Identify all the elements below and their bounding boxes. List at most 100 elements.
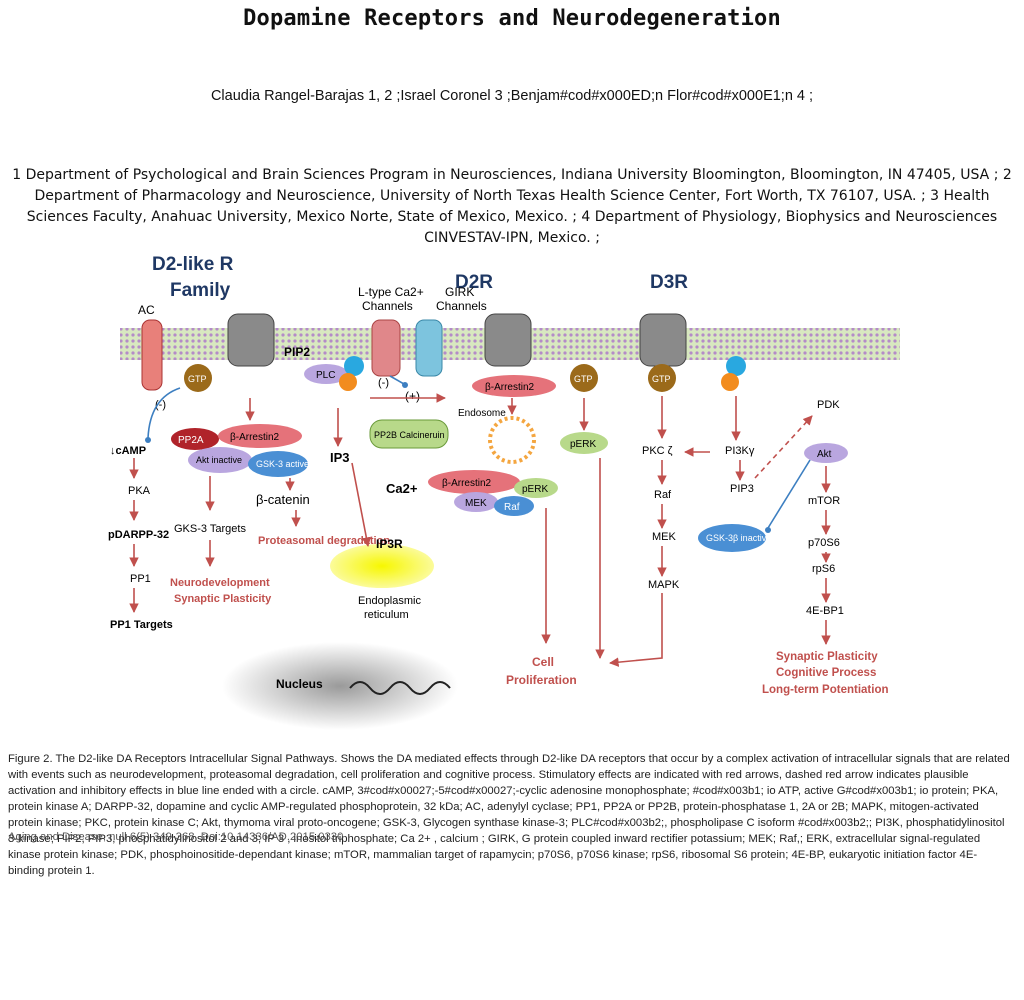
g-protein-1 bbox=[184, 364, 212, 392]
label-perk-1: pERK bbox=[522, 484, 548, 495]
label-girk-2: Channels bbox=[436, 299, 487, 313]
heading-d3r: D3R bbox=[650, 272, 688, 293]
label-er-2: reticulum bbox=[364, 609, 409, 621]
plc-enzyme bbox=[304, 364, 348, 384]
label-proteasomal: Proteasomal degradation bbox=[258, 535, 390, 547]
label-akt-inactive: Akt inactive bbox=[196, 455, 242, 465]
arrestin-3 bbox=[428, 470, 520, 494]
label-gtp-3: GTP bbox=[652, 374, 671, 384]
perk-1 bbox=[514, 478, 558, 498]
heading-family-2: Family bbox=[170, 280, 231, 301]
label-mtor: mTOR bbox=[808, 495, 840, 507]
label-camp: ↓cAMP bbox=[110, 445, 146, 457]
stimulatory-arrows bbox=[129, 393, 831, 667]
label-cell-prolif-2: Proliferation bbox=[506, 673, 577, 687]
receptor-d2r bbox=[484, 313, 532, 367]
label-pi3k: PI3Kγ bbox=[725, 445, 755, 457]
affiliations: 1 Department of Psychological and Brain … bbox=[12, 167, 1012, 245]
ac-enzyme bbox=[141, 319, 163, 391]
label-rps6: rpS6 bbox=[812, 563, 835, 575]
label-arrestin-3: β-Arrestin2 bbox=[442, 478, 492, 489]
label-mek-1: MEK bbox=[465, 498, 487, 509]
label-pka: PKA bbox=[128, 485, 151, 497]
label-nucleus: Nucleus bbox=[276, 677, 323, 691]
label-arrestin-1: β-Arrestin2 bbox=[230, 432, 280, 443]
beta-subunit-1 bbox=[344, 356, 364, 376]
gsk-active bbox=[248, 451, 308, 477]
signal-pathway-figure: D2-like R Family D2R D3R L-type Ca2+ Cha… bbox=[108, 254, 900, 730]
label-girk: GIRK bbox=[445, 285, 474, 299]
label-ltype: L-type Ca2+ bbox=[358, 285, 424, 299]
label-beta-catenin: β-catenin bbox=[256, 492, 310, 507]
label-synaptic: Synaptic Plasticity bbox=[174, 593, 272, 605]
caption-text: Figure 2. The D2-like DA Receptors Intra… bbox=[8, 753, 1010, 877]
label-pp1-targets: PP1 Targets bbox=[110, 619, 173, 631]
label-pdarpp: pDARPP-32 bbox=[108, 529, 169, 541]
label-out-b: Cognitive Process bbox=[776, 667, 876, 679]
receptor-d3r bbox=[639, 313, 687, 367]
dna-helix bbox=[349, 681, 451, 695]
label-mapk: MAPK bbox=[648, 579, 680, 591]
g-protein-3 bbox=[648, 364, 676, 392]
label-pkc: PKC ζ bbox=[642, 445, 673, 457]
inhibitory-ends bbox=[145, 382, 771, 533]
label-pip3: PIP3 bbox=[730, 483, 754, 495]
label-akt: Akt bbox=[817, 449, 832, 460]
figure-caption: Figure 2. The D2-like DA Receptors Intra… bbox=[8, 751, 1013, 879]
label-p70s6: p70S6 bbox=[808, 537, 840, 549]
label-ip3: IP3 bbox=[330, 450, 350, 465]
nucleus bbox=[222, 642, 458, 730]
endoplasmic-reticulum bbox=[330, 544, 434, 588]
label-plus: (+) bbox=[405, 389, 420, 403]
label-gks-targets: GKS-3 Targets bbox=[174, 523, 246, 535]
label-perk-2: pERK bbox=[570, 439, 596, 450]
perk-2 bbox=[560, 432, 608, 454]
akt-inactive bbox=[188, 447, 252, 473]
label-neurodevelopment: Neurodevelopment bbox=[170, 577, 270, 589]
plausible-arrow bbox=[754, 415, 813, 479]
beta-subunit-2 bbox=[726, 356, 746, 376]
author-list: Claudia Rangel-Barajas 1, 2 ;Israel Coro… bbox=[210, 88, 814, 104]
label-cell-prolif: Cell bbox=[532, 655, 554, 669]
label-ltype-2: Channels bbox=[362, 299, 413, 313]
label-pdk: PDK bbox=[817, 399, 840, 411]
mek-1 bbox=[454, 492, 498, 512]
girk-channel bbox=[415, 319, 443, 377]
label-ca: Ca2+ bbox=[386, 481, 418, 496]
label-minus-2: (-) bbox=[378, 377, 389, 389]
label-pip2: PIP2 bbox=[284, 345, 310, 359]
label-raf-1: Raf bbox=[504, 502, 520, 513]
gamma-subunit-2 bbox=[721, 373, 739, 391]
label-gsk-inactive: GSK-3β inactive bbox=[706, 533, 771, 543]
label-4ebp1: 4E-BP1 bbox=[806, 605, 844, 617]
ltype-channel bbox=[371, 319, 401, 377]
citation-line: Aging and Disease, null 6(5) 349-368. Do… bbox=[8, 831, 344, 843]
label-out-c: Long-term Potentiation bbox=[762, 684, 889, 696]
arrestin-2 bbox=[472, 375, 556, 397]
label-pp2a: PP2A bbox=[178, 435, 204, 446]
label-gtp-2: GTP bbox=[574, 374, 593, 384]
label-gtp-1: GTP bbox=[188, 374, 207, 384]
label-pp1: PP1 bbox=[130, 573, 151, 585]
label-gsk-active: GSK-3 active bbox=[256, 459, 309, 469]
endosome bbox=[488, 416, 536, 464]
pp2a bbox=[171, 428, 219, 450]
receptor-d2like bbox=[227, 313, 275, 367]
pp2b bbox=[369, 419, 449, 449]
gsk-inactive bbox=[698, 524, 766, 552]
label-mek-2: MEK bbox=[652, 531, 677, 543]
label-out-a: Synaptic Plasticity bbox=[776, 651, 878, 663]
inhibitory-lines bbox=[147, 375, 811, 529]
label-pp2b: PP2B Calcineruin bbox=[374, 430, 445, 440]
page-title: Dopamine Receptors and Neurodegeneration bbox=[243, 6, 781, 31]
label-raf-2: Raf bbox=[654, 489, 672, 501]
label-endosome: Endosome bbox=[458, 408, 506, 419]
g-protein-2 bbox=[570, 364, 598, 392]
label-ip3r: IP3R bbox=[376, 537, 403, 551]
gamma-subunit-1 bbox=[339, 373, 357, 391]
arrestin-1 bbox=[218, 424, 302, 448]
heading-d2r: D2R bbox=[455, 272, 493, 293]
label-minus-1: (-) bbox=[155, 399, 166, 411]
akt-active bbox=[804, 443, 848, 463]
label-er: Endoplasmic bbox=[358, 595, 421, 607]
